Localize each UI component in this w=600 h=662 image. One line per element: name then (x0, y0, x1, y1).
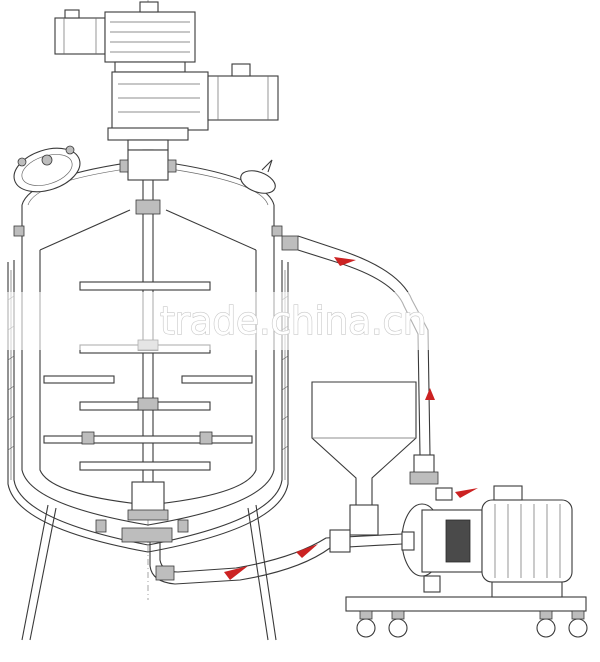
lower-gear-reducer (107, 61, 279, 151)
bottom-outlet (131, 481, 165, 513)
flow-arrow (296, 544, 318, 558)
top-agitator-drive (54, 1, 279, 151)
flow-arrow (224, 566, 248, 580)
watermark-text: trade.china.cn (160, 299, 426, 343)
inline-homogenizer-pump (345, 454, 588, 638)
pump-motor (481, 499, 573, 583)
flow-arrow (425, 388, 435, 400)
manhole-cover (13, 145, 81, 193)
jacketed-mixing-vessel (7, 145, 289, 641)
feed-pipe (121, 527, 415, 585)
watermark-band (0, 292, 600, 350)
flow-arrow (455, 488, 478, 498)
flow-arrow (334, 257, 356, 266)
sight-glass (240, 159, 276, 194)
feed-hopper (311, 381, 417, 536)
upper-gear-motor (54, 1, 196, 63)
